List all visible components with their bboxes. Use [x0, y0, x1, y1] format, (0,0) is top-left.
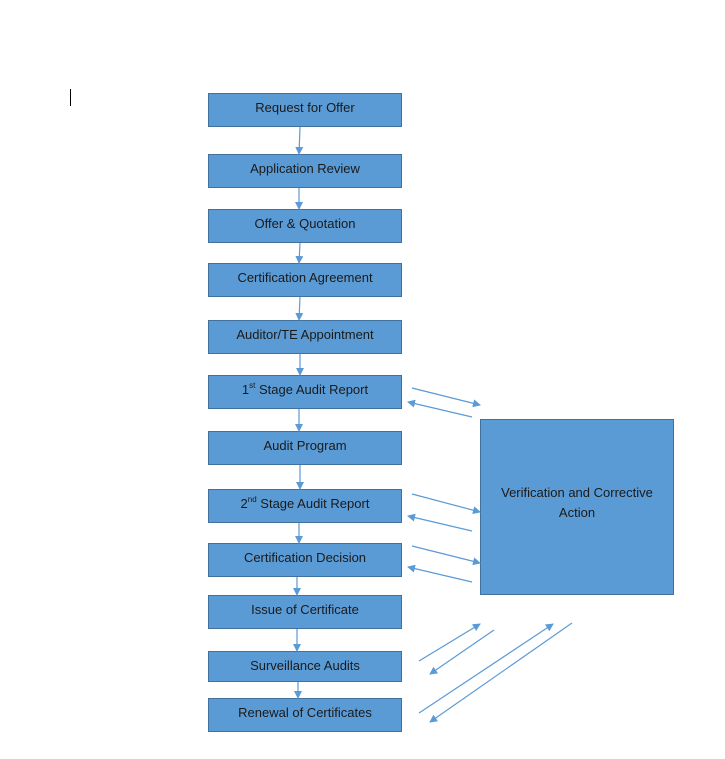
step-surveillance-audits: Surveillance Audits	[208, 651, 402, 682]
stage2-ordinal: nd	[247, 494, 257, 504]
step-application-review: Application Review	[208, 154, 402, 188]
side-arrow	[411, 545, 481, 566]
side-arrow	[407, 564, 473, 583]
stage2-text: Stage Audit Report	[256, 496, 370, 511]
step-label: Audit Program	[263, 438, 347, 453]
step-label: Request for Offer	[255, 100, 355, 115]
step-label: Application Review	[250, 161, 360, 176]
step-label: Certification Agreement	[237, 270, 373, 285]
side-box-line2: Action	[558, 505, 596, 520]
flow-arrow	[295, 126, 304, 155]
side-arrow	[407, 513, 473, 532]
step-audit-program: Audit Program	[208, 431, 402, 465]
step-label: Issue of Certificate	[251, 602, 359, 617]
side-arrow	[429, 629, 495, 675]
verification-corrective-action-box: Verification and Corrective Action	[480, 419, 674, 595]
step-certification-decision: Certification Decision	[208, 543, 402, 577]
step-label: Renewal of Certificates	[238, 705, 372, 720]
side-arrow	[407, 399, 473, 418]
side-arrow	[429, 622, 573, 723]
step-stage1-audit-report: 1st Stage Audit Report	[208, 375, 402, 409]
step-auditor-appointment: Auditor/TE Appointment	[208, 320, 402, 354]
stage2-number: 2	[240, 496, 248, 511]
step-label: 2nd Stage Audit Report	[240, 494, 370, 511]
step-stage2-audit-report: 2nd Stage Audit Report	[208, 489, 402, 523]
side-arrow	[418, 623, 481, 662]
side-arrow	[411, 493, 481, 515]
step-label: Offer & Quotation	[254, 216, 356, 231]
stage1-number: 1	[241, 382, 250, 397]
step-renewal-certificates: Renewal of Certificates	[208, 698, 402, 732]
step-offer-quotation: Offer & Quotation	[208, 209, 402, 243]
side-arrow	[411, 387, 481, 408]
stage1-ordinal: st	[249, 380, 256, 390]
step-certification-agreement: Certification Agreement	[208, 263, 402, 297]
step-request-for-offer: Request for Offer	[208, 93, 402, 127]
flow-arrow	[295, 296, 304, 321]
step-label: 1st Stage Audit Report	[241, 380, 369, 397]
side-box-line1: Verification and Corrective	[501, 485, 653, 500]
step-label: Surveillance Audits	[250, 658, 360, 673]
step-issue-certificate: Issue of Certificate	[208, 595, 402, 629]
side-arrow	[418, 623, 554, 714]
stage1-text: Stage Audit Report	[255, 382, 369, 397]
flow-arrow	[295, 242, 304, 264]
step-label: Certification Decision	[243, 550, 367, 565]
text-cursor	[70, 89, 71, 106]
step-label: Auditor/TE Appointment	[236, 327, 374, 342]
